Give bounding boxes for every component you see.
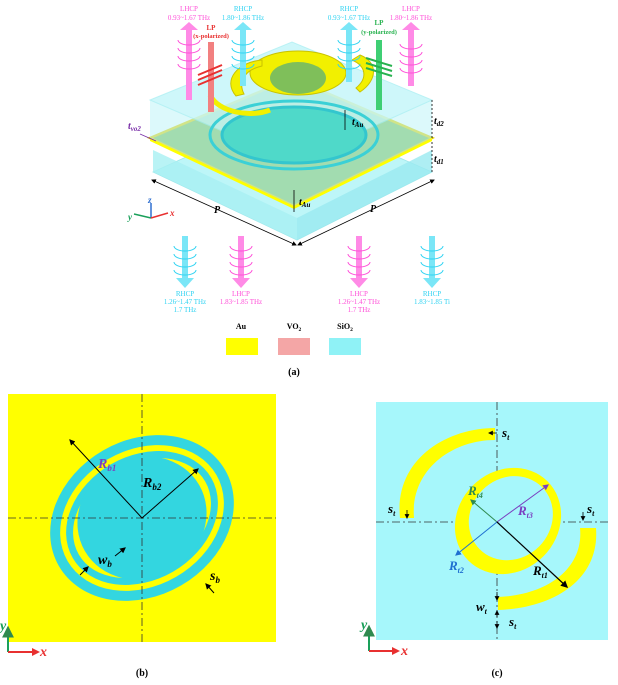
axes-3d: z y x — [127, 195, 175, 222]
incident-lhcp-right: LHCP 1.80~1.86 THz — [390, 5, 432, 86]
svg-text:P: P — [370, 204, 377, 215]
label-wt: wt — [476, 599, 488, 616]
incident-rhcp-left: RHCP 1.80~1.86 THz — [222, 5, 264, 86]
svg-text:tvo2: tvo2 — [128, 121, 141, 133]
legend-au-swatch — [226, 338, 258, 355]
label-title: RHCP — [234, 5, 252, 13]
incident-lp-y: LP (y-polarized) — [361, 19, 397, 110]
svg-text:tAu: tAu — [352, 117, 363, 129]
svg-text:td2: td2 — [434, 116, 444, 128]
svg-text:1.26~1.47 THz: 1.26~1.47 THz — [164, 298, 206, 306]
label-rt4: Rt4 — [467, 483, 483, 500]
legend-sio2-label: SiO2 — [337, 322, 353, 333]
svg-text:P: P — [214, 205, 221, 216]
label-sub: (x-polarized) — [193, 33, 229, 40]
incident-lp-x: LP (x-polarized) — [193, 24, 229, 112]
incident-lhcp-left: LHCP 0.93~1.67 THz — [168, 5, 210, 100]
dim-period-left: P — [151, 179, 297, 246]
svg-text:LHCP: LHCP — [232, 290, 250, 298]
svg-text:x: x — [400, 644, 408, 659]
caption-b: (b) — [136, 668, 148, 679]
label-range: 0.93~1.67 THz — [168, 14, 210, 22]
svg-text:1.26~1.47 THz: 1.26~1.47 THz — [338, 298, 380, 306]
label-sb: sb — [209, 569, 220, 585]
svg-text:z: z — [147, 195, 152, 205]
label-rt1: Rt1 — [532, 563, 548, 580]
top-au-resonator — [207, 50, 374, 116]
svg-text:y: y — [359, 618, 368, 633]
panel-b: Rb1 Rb2 wb sb y x (b) — [0, 394, 276, 679]
label-sub: (y-polarized) — [361, 29, 397, 36]
panel-c: Rt4 Rt3 Rt2 Rt1 st st st wt st y x (c) — [359, 402, 608, 679]
svg-text:1.83~1.85 THz: 1.83~1.85 THz — [220, 298, 262, 306]
output-rhcp-right: RHCP 1.83~1.85 Ti — [414, 236, 450, 306]
label-st-left: st — [387, 501, 396, 518]
output-lhcp-left: LHCP 1.83~1.85 THz — [220, 236, 262, 306]
legend-vo2-label: VO2 — [287, 322, 302, 333]
label-rb2: Rb2 — [142, 476, 162, 492]
svg-text:x: x — [39, 645, 47, 660]
incident-rhcp-right: RHCP 0.93~1.67 THz — [328, 5, 370, 82]
label-title: LP — [207, 24, 217, 32]
svg-text:y: y — [127, 212, 133, 222]
label-st-bottom: st — [508, 614, 517, 631]
caption-a: (a) — [288, 367, 300, 378]
material-legend: Au VO2 SiO2 — [226, 322, 361, 355]
svg-text:td1: td1 — [434, 154, 444, 166]
axes-2d-c: y x — [359, 618, 408, 659]
label-st-top: st — [501, 425, 510, 442]
caption-c: (c) — [491, 668, 502, 679]
svg-text:1.83~1.85 Ti: 1.83~1.85 Ti — [414, 298, 450, 306]
svg-text:LHCP: LHCP — [350, 290, 368, 298]
dim-t-d1: td1 — [431, 142, 444, 172]
outer-arc-bottom — [498, 528, 597, 610]
legend-sio2-swatch — [329, 338, 361, 355]
svg-text:RHCP: RHCP — [176, 290, 194, 298]
svg-text:y: y — [0, 619, 7, 634]
legend-vo2-swatch — [278, 338, 310, 355]
label-st-right: st — [586, 501, 595, 518]
panel-a: LHCP 0.93~1.67 THz LP (x-polarized) RHCP… — [127, 5, 450, 378]
dim-period-right: P — [297, 179, 435, 246]
label-rt2: Rt2 — [448, 558, 464, 575]
label-rb1: Rb1 — [97, 457, 116, 473]
legend-au-label: Au — [236, 322, 247, 331]
label-rt3: Rt3 — [517, 503, 533, 520]
label-title: LHCP — [402, 5, 420, 13]
svg-text:x: x — [169, 208, 175, 218]
label-title: RHCP — [340, 5, 358, 13]
output-lhcp-right: LHCP 1.26~1.47 THz 1.7 THz — [338, 236, 380, 314]
svg-text:RHCP: RHCP — [423, 290, 441, 298]
svg-text:1.7 THz: 1.7 THz — [348, 306, 371, 314]
outer-arc-top — [399, 428, 495, 518]
label-range: 1.80~1.86 THz — [390, 14, 432, 22]
svg-text:1.7 THz: 1.7 THz — [174, 306, 197, 314]
label-wb: wb — [98, 553, 112, 569]
inner-disk — [220, 105, 368, 165]
label-range: 0.93~1.67 THz — [328, 14, 370, 22]
dim-t-au-top: tAu — [344, 110, 363, 130]
dim-t-vo2: tvo2 — [128, 121, 157, 142]
dim-t-d2: td2 — [431, 100, 444, 138]
label-range: 1.80~1.86 THz — [222, 14, 264, 22]
label-title: LP — [375, 19, 385, 27]
label-title: LHCP — [180, 5, 198, 13]
axes-2d-b: y x — [0, 619, 47, 660]
output-rhcp-left: RHCP 1.26~1.47 THz 1.7 THz — [164, 236, 206, 314]
